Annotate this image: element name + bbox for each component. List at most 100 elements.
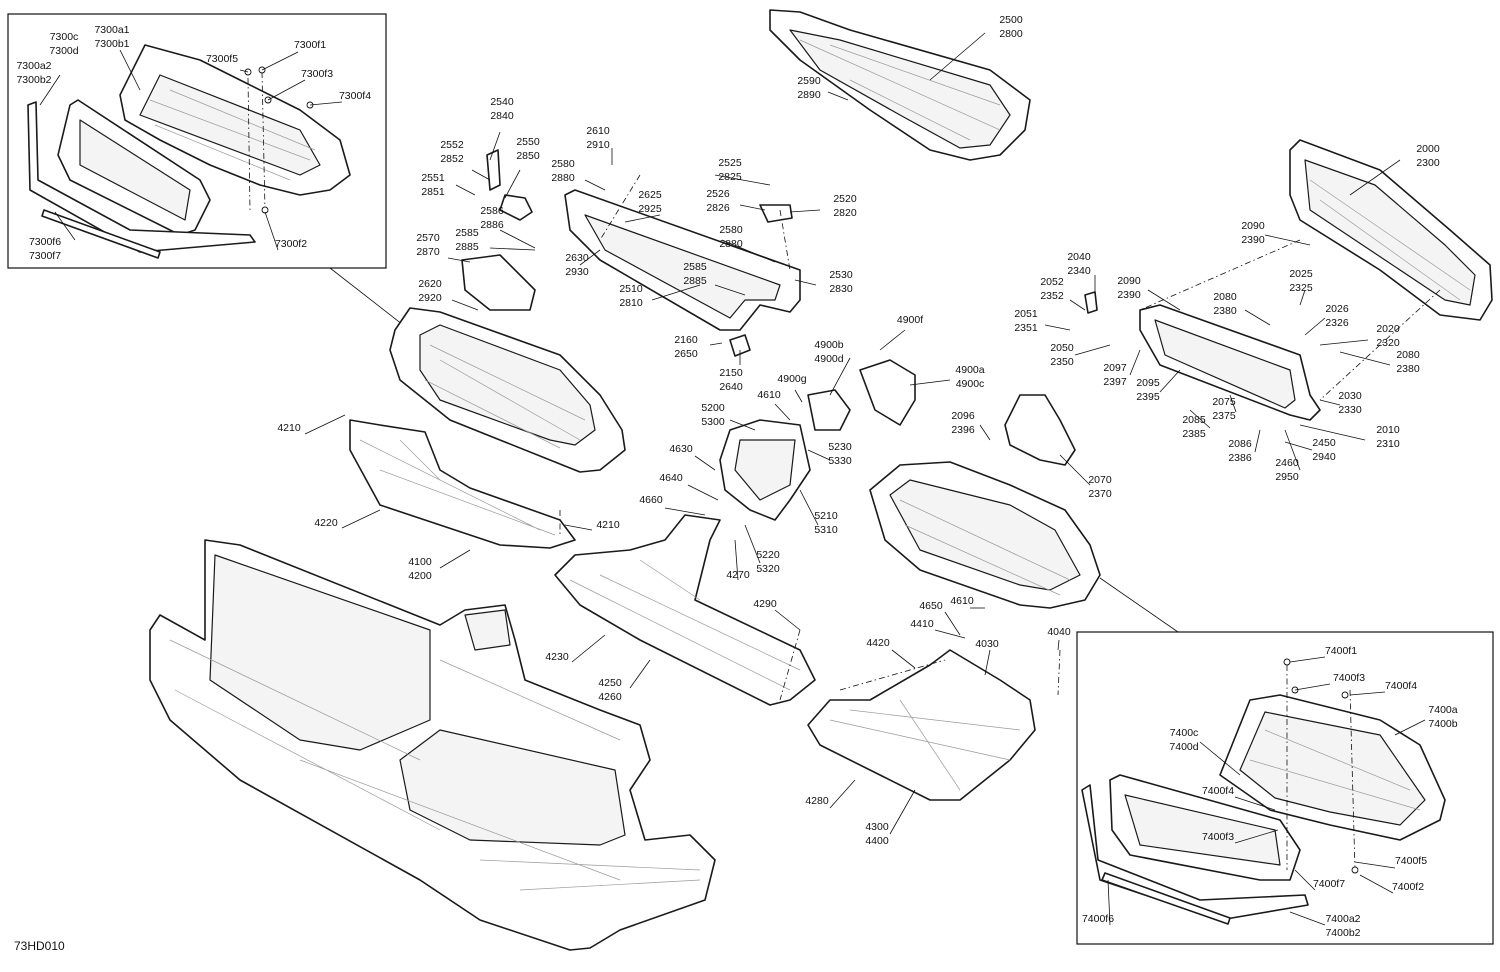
callout-line: 7300a2 <box>16 60 51 72</box>
callout-line: 2085 <box>1182 414 1206 426</box>
floor-panel-4300 <box>807 649 1036 801</box>
callout-line: 5300 <box>701 416 725 428</box>
callout-line: 7300b1 <box>94 38 129 50</box>
leader-line <box>651 284 701 301</box>
callout-line: 2325 <box>1289 282 1313 294</box>
leader-line <box>1304 317 1326 336</box>
leader-line <box>1244 309 1271 326</box>
guide-4420 <box>839 659 946 691</box>
leader-line <box>709 342 723 346</box>
callout-line: 2590 <box>797 75 821 87</box>
leader-line <box>624 214 661 223</box>
main-tub-hatch <box>169 639 701 891</box>
callout-line: 4100 <box>408 556 432 568</box>
callout-line: 4230 <box>545 651 569 663</box>
callout-line: 4420 <box>866 637 890 649</box>
leader-line <box>579 249 601 266</box>
leader-line <box>1129 349 1141 376</box>
leader-line <box>439 549 471 569</box>
leader-line <box>1234 829 1279 844</box>
callout-7400f7: 7400f7 <box>1313 878 1345 890</box>
callout-line: 7300f1 <box>294 39 326 51</box>
callout-line: 2610 <box>586 125 610 137</box>
door-assembly-left <box>389 307 626 473</box>
callout-line: 4900g <box>777 373 806 385</box>
callout-line: 2460 <box>1275 457 1299 469</box>
callout-line: 7300a1 <box>94 24 129 36</box>
callout-line: 7400b <box>1428 718 1457 730</box>
main-tub-seat-left <box>209 554 431 751</box>
callout-4210: 4210 <box>596 519 620 531</box>
bolt-7400f4 <box>1341 691 1349 699</box>
leader-line <box>1057 639 1060 651</box>
clip-2550 <box>499 194 533 221</box>
callout-line: 2520 <box>833 193 857 205</box>
leader-line <box>739 204 766 211</box>
main-tub-console <box>464 609 511 651</box>
leader-line <box>1319 399 1341 406</box>
callout-line: 2530 <box>829 269 853 281</box>
leader-line <box>304 414 346 435</box>
leader-line <box>789 209 821 213</box>
callout-line: 2920 <box>418 292 442 304</box>
callout-line: 2375 <box>1212 410 1236 422</box>
callout-line: 2150 <box>719 367 743 379</box>
callout-line: 2160 <box>674 334 698 346</box>
guide-4290 <box>779 629 801 701</box>
callout-line: 4610 <box>757 389 781 401</box>
door-frame-opening-7300 <box>79 119 191 221</box>
callout-line: 2080 <box>1396 349 1420 361</box>
console-5200 <box>719 359 916 521</box>
callout-line: 2825 <box>718 171 742 183</box>
callout-line: 7400f1 <box>1325 645 1357 657</box>
callout-line: 2830 <box>829 283 853 295</box>
leader-line <box>714 174 771 186</box>
callout-line: 2526 <box>706 188 730 200</box>
detail-7300-parts <box>27 44 351 259</box>
callout-line: 7400f2 <box>1392 881 1424 893</box>
leader-line <box>1229 394 1237 413</box>
callout-line: 2450 <box>1312 437 1336 449</box>
callout-line: 2070 <box>1088 474 1112 486</box>
callout-line: 7300f5 <box>206 53 238 65</box>
callout-line: 2810 <box>619 297 643 309</box>
guide-2000-b <box>1319 289 1441 401</box>
floor-panel-4100 <box>349 419 576 549</box>
callout-line: 5330 <box>828 455 852 467</box>
detail-box-7300 <box>7 13 387 269</box>
callout-7400f6: 7400f6 <box>1082 913 1114 925</box>
leader-line <box>721 239 776 263</box>
callout-7400f3: 7400f3 <box>1333 672 1365 684</box>
callout-line: 4290 <box>753 598 777 610</box>
callout-line: 4030 <box>975 638 999 650</box>
leader-line <box>447 257 471 263</box>
bracket-2070 <box>1004 394 1076 466</box>
floor-panel-4100-hatch <box>359 439 556 536</box>
leader-line <box>1234 796 1276 811</box>
bracket-2040 <box>1084 291 1098 314</box>
callout-4410: 4410 <box>910 618 934 630</box>
callout-7400f3: 7400f3 <box>1202 831 1234 843</box>
leader-line <box>879 329 906 351</box>
leader-line <box>54 211 76 241</box>
housing-4900b <box>807 389 851 431</box>
leader-line <box>455 184 476 196</box>
callout-line: 7400f5 <box>1395 855 1427 867</box>
leader-line <box>489 131 501 161</box>
leader-line <box>309 101 343 106</box>
callout-line: 2826 <box>706 202 730 214</box>
callout-line: 4640 <box>659 472 683 484</box>
callout-line: 5200 <box>701 402 725 414</box>
